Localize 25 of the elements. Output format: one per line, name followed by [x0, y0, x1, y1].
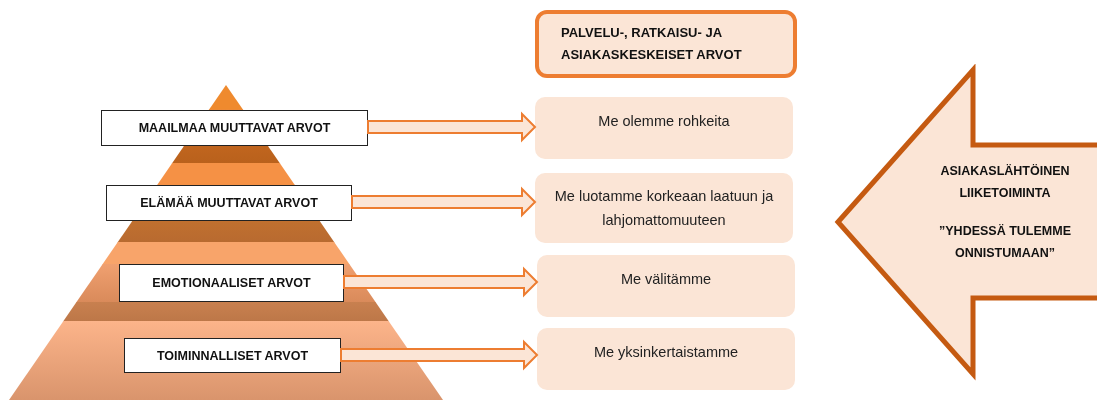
level-label: MAAILMAA MUUTTAVAT ARVOT: [138, 121, 331, 135]
value-text: Me yksinkertaistamme: [593, 343, 739, 362]
level-label: EMOTIONAALISET ARVOT: [152, 276, 311, 290]
value-box: [537, 255, 795, 317]
level-label-box: [101, 110, 368, 146]
level-label: TOIMINNALLISET ARVOT: [156, 348, 309, 363]
value-box: [535, 173, 793, 243]
block-arrow-shape: [832, 64, 1097, 382]
value-text: Me olemme rohkeita: [598, 112, 730, 131]
level-label-box: [106, 185, 352, 221]
block-arrow: [343, 266, 539, 298]
level-label: ELÄMÄÄ MUUTTAVAT ARVOT: [140, 196, 318, 210]
header-box: [535, 10, 797, 78]
value-box: [537, 328, 795, 390]
arrow-text: ASIAKASLÄHTÖINEN LIIKETOIMINTA: [939, 163, 1071, 202]
arrow-text: ”YHDESSÄ TULEMME ONNISTUMAAN”: [938, 223, 1072, 262]
header-text: PALVELU-, RATKAISU- JA ASIAKASKESKEISET ARVOT: [561, 24, 743, 64]
level-label-box: [119, 264, 344, 302]
value-box: [535, 97, 793, 159]
level-label-box: [124, 338, 341, 373]
block-arrow: [367, 111, 537, 143]
value-text: Me luotamme korkeaan laatuun ja lahjomattomuuteen: [553, 187, 775, 230]
block-arrow: [340, 339, 539, 371]
value-text: Me välitämme: [620, 270, 712, 289]
block-arrow: [351, 186, 537, 218]
